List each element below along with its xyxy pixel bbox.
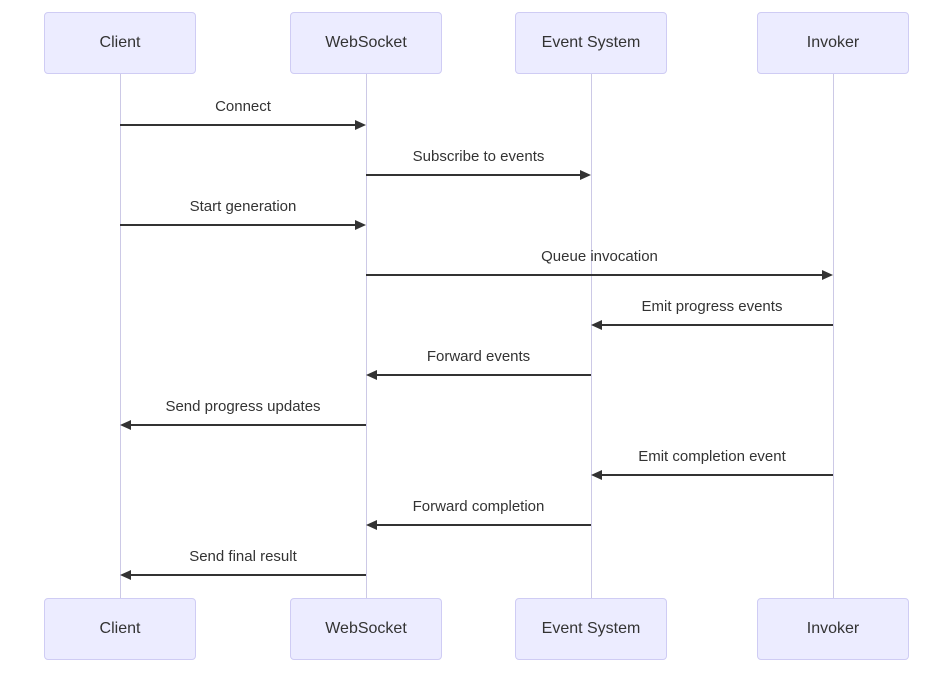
message-line: [366, 274, 823, 276]
actor-label-client: Client: [99, 620, 141, 637]
message-line: [130, 574, 366, 576]
message-line: [376, 524, 591, 526]
message-arrowhead: [120, 570, 131, 580]
actor-websocket-bottom: WebSocket: [290, 598, 442, 660]
message-label: Send final result: [189, 548, 297, 565]
message-label: Subscribe to events: [412, 148, 545, 165]
actor-websocket-top: WebSocket: [290, 12, 442, 74]
message-line: [120, 224, 356, 226]
message-label: Forward completion: [412, 498, 545, 515]
message-arrowhead: [591, 320, 602, 330]
message-label: Connect: [215, 98, 271, 115]
message-line: [366, 174, 581, 176]
message-arrowhead: [120, 420, 131, 430]
message-label: Send progress updates: [165, 398, 321, 415]
lifeline-websocket: [366, 74, 367, 598]
message-arrowhead: [366, 370, 377, 380]
actor-label-invoker: Invoker: [806, 34, 860, 51]
actor-client-top: Client: [44, 12, 196, 74]
message-line: [130, 424, 366, 426]
message-label: Forward events: [426, 348, 531, 365]
message-line: [120, 124, 356, 126]
actor-label-websocket: WebSocket: [325, 34, 407, 51]
lifeline-event-system: [591, 74, 592, 598]
message-arrowhead: [366, 520, 377, 530]
message-line: [601, 324, 833, 326]
lifeline-client: [120, 74, 121, 598]
actor-event-system-top: Event System: [515, 12, 667, 74]
message-label: Emit progress events: [641, 298, 783, 315]
message-label: Start generation: [189, 198, 297, 215]
message-arrowhead: [822, 270, 833, 280]
message-label: Queue invocation: [541, 248, 658, 265]
lifeline-invoker: [833, 74, 834, 598]
message-arrowhead: [355, 120, 366, 130]
actor-client-bottom: Client: [44, 598, 196, 660]
message-arrowhead: [580, 170, 591, 180]
message-line: [601, 474, 833, 476]
actor-label-websocket: WebSocket: [325, 620, 407, 637]
actor-invoker-top: Invoker: [757, 12, 909, 74]
message-line: [376, 374, 591, 376]
actor-event-system-bottom: Event System: [515, 598, 667, 660]
actor-label-event-system: Event System: [541, 620, 641, 637]
message-arrowhead: [355, 220, 366, 230]
message-label: Emit completion event: [638, 448, 786, 465]
actor-label-invoker: Invoker: [806, 620, 860, 637]
message-arrowhead: [591, 470, 602, 480]
actor-invoker-bottom: Invoker: [757, 598, 909, 660]
actor-label-client: Client: [99, 34, 141, 51]
actor-label-event-system: Event System: [541, 34, 641, 51]
